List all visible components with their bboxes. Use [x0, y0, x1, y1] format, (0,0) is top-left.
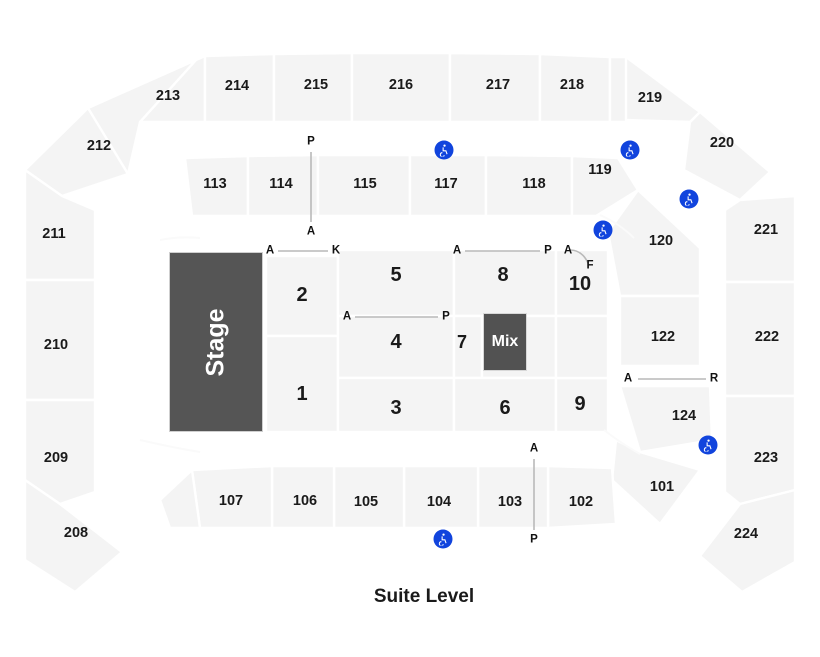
floor-sections — [264, 248, 610, 434]
section-shape-floor-right[interactable] — [554, 314, 610, 380]
section-shape-115[interactable] — [316, 153, 412, 218]
wheelchair-accessible-icon[interactable] — [620, 140, 640, 160]
section-shape-210[interactable] — [23, 278, 97, 402]
wheelchair-accessible-icon[interactable] — [433, 529, 453, 549]
section-shape-217[interactable] — [448, 51, 542, 124]
row-line-10-diagonal — [569, 249, 589, 264]
section-shape-104[interactable] — [402, 464, 480, 530]
section-shape-216[interactable] — [350, 51, 452, 124]
section-shape-101[interactable] — [610, 438, 702, 526]
section-shape-5[interactable] — [336, 248, 456, 318]
section-shape-105[interactable] — [332, 464, 406, 530]
section-shape-221[interactable] — [723, 194, 797, 284]
mix-label: Mix — [491, 333, 519, 350]
section-shape-209[interactable] — [23, 398, 97, 506]
section-shape-212b[interactable] — [86, 58, 197, 178]
section-shape-7[interactable] — [452, 314, 484, 380]
section-shape-8[interactable] — [452, 248, 558, 318]
arena-outline — [139, 214, 641, 455]
section-shape-107[interactable] — [190, 464, 274, 530]
wheelchair-accessible-icon[interactable] — [698, 435, 718, 455]
lower-bowl-sections — [158, 153, 714, 530]
section-shape-211[interactable] — [23, 167, 97, 282]
wheelchair-accessible-icon[interactable] — [679, 189, 699, 209]
section-shape-117[interactable] — [408, 153, 488, 218]
section-shape-113[interactable] — [183, 154, 250, 218]
section-shape-214[interactable] — [203, 52, 276, 124]
section-shape-102[interactable] — [546, 464, 618, 530]
section-shape-208[interactable] — [23, 477, 124, 594]
mix-block[interactable]: Mix — [483, 313, 527, 371]
stage-label: Stage — [201, 307, 230, 377]
section-shape-215[interactable] — [272, 51, 354, 124]
upper-bowl-sections — [23, 51, 797, 594]
section-shape-122[interactable] — [618, 294, 702, 368]
suite-level-label: Suite Level — [373, 586, 475, 607]
section-shape-9[interactable] — [554, 376, 610, 434]
section-shape-218[interactable] — [538, 52, 612, 124]
section-shape-103[interactable] — [476, 464, 550, 530]
section-shape-1[interactable] — [264, 334, 340, 434]
section-shape-107b[interactable] — [158, 467, 202, 530]
section-shape-106[interactable] — [270, 464, 336, 530]
section-shape-6[interactable] — [452, 376, 558, 434]
section-shape-220[interactable] — [682, 110, 772, 202]
section-shape-222[interactable] — [723, 280, 797, 398]
section-shape-223[interactable] — [723, 394, 797, 506]
section-shape-10[interactable] — [554, 248, 610, 318]
section-shape-4[interactable] — [336, 314, 456, 380]
wheelchair-accessible-icon[interactable] — [593, 220, 613, 240]
stage-block[interactable]: Stage — [169, 252, 263, 432]
section-shape-224[interactable] — [698, 488, 797, 594]
row-marker-lines — [278, 152, 706, 530]
section-shape-114[interactable] — [246, 153, 320, 218]
section-shape-119[interactable] — [570, 154, 640, 218]
section-shape-2[interactable] — [264, 254, 340, 338]
section-shape-3[interactable] — [336, 376, 456, 434]
section-shape-220b[interactable] — [624, 54, 702, 124]
section-shape-118[interactable] — [484, 153, 574, 218]
wheelchair-accessible-icon[interactable] — [434, 140, 454, 160]
